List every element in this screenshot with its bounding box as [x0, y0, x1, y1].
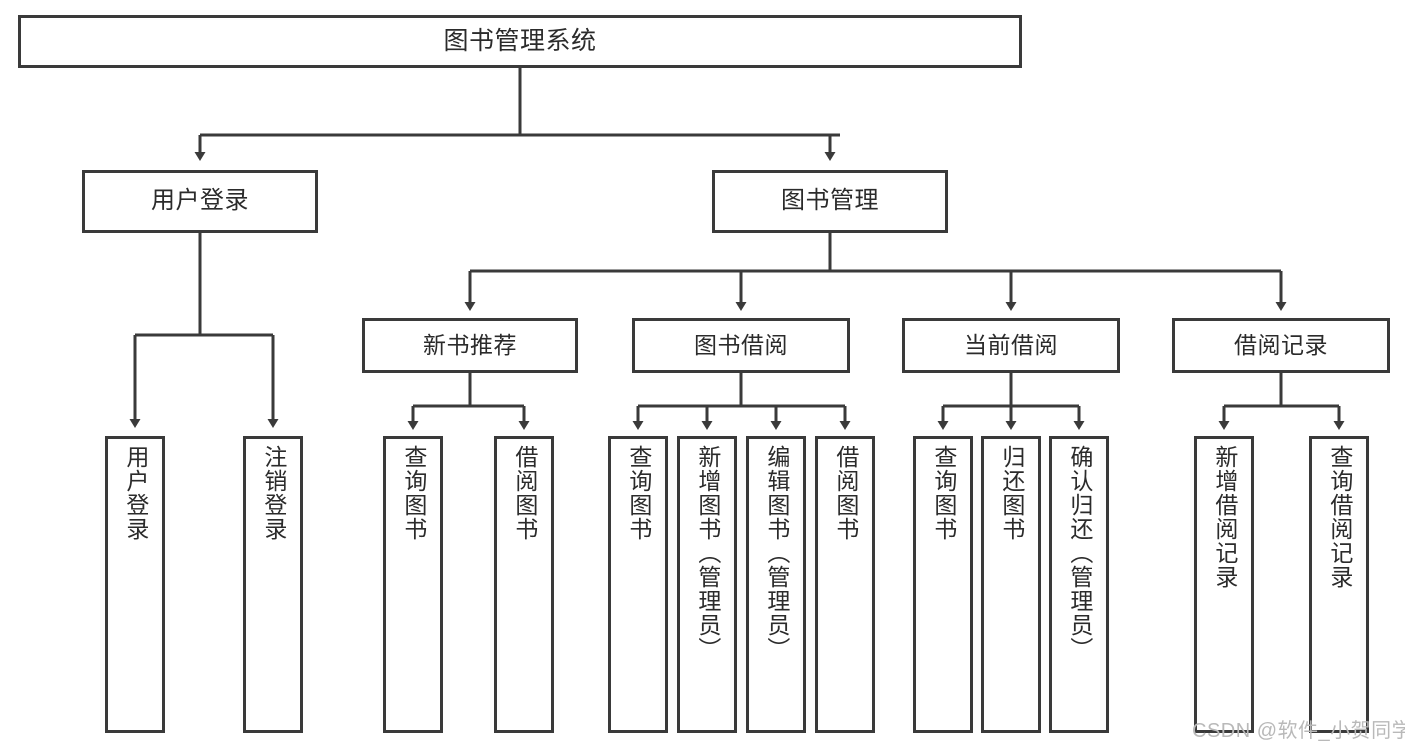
- leaf-book-borrow-query-book[interactable]: 查询图书: [608, 436, 668, 733]
- node-label: 查询图书: [930, 445, 957, 541]
- node-label: 查询图书: [400, 445, 427, 541]
- node-label: 图书管理系统: [443, 26, 597, 55]
- node-label: 当前借阅: [964, 331, 1058, 358]
- node-label: 图书管理: [781, 187, 879, 215]
- leaf-records-query-record[interactable]: 查询借阅记录: [1309, 436, 1369, 733]
- node-label: 新增借阅记录: [1211, 445, 1238, 589]
- leaf-book-borrow-edit-book-admin[interactable]: 编辑图书（管理员）: [746, 436, 806, 733]
- watermark-text: CSDN @软件_小贺同学: [1192, 720, 1405, 742]
- node-label: 借阅记录: [1234, 331, 1328, 358]
- node-book-management[interactable]: 图书管理: [712, 170, 948, 233]
- node-label: 注销登录: [260, 445, 287, 541]
- node-label: 新书推荐: [423, 331, 517, 358]
- node-label: 编辑图书（管理员）: [763, 445, 790, 661]
- leaf-user-login-logout[interactable]: 注销登录: [243, 436, 303, 733]
- leaf-new-book-query-book[interactable]: 查询图书: [383, 436, 443, 733]
- node-label: 用户登录: [122, 445, 149, 541]
- node-label: 归还图书: [998, 445, 1025, 541]
- leaf-current-borrow-query-book[interactable]: 查询图书: [913, 436, 973, 733]
- node-borrowing-records[interactable]: 借阅记录: [1172, 318, 1390, 373]
- leaf-current-borrow-confirm-return-admin[interactable]: 确认归还（管理员）: [1049, 436, 1109, 733]
- node-current-borrowing[interactable]: 当前借阅: [902, 318, 1120, 373]
- node-label: 借阅图书: [511, 445, 538, 541]
- leaf-new-book-borrow-book[interactable]: 借阅图书: [494, 436, 554, 733]
- leaf-book-borrow-borrow-book[interactable]: 借阅图书: [815, 436, 875, 733]
- node-label: 确认归还（管理员）: [1066, 445, 1093, 661]
- node-label: 用户登录: [151, 187, 249, 215]
- node-label: 查询借阅记录: [1326, 445, 1353, 589]
- node-book-borrowing[interactable]: 图书借阅: [632, 318, 850, 373]
- node-user-login[interactable]: 用户登录: [82, 170, 318, 233]
- leaf-records-add-record[interactable]: 新增借阅记录: [1194, 436, 1254, 733]
- node-label: 查询图书: [625, 445, 652, 541]
- leaf-current-borrow-return-book[interactable]: 归还图书: [981, 436, 1041, 733]
- leaf-user-login-login[interactable]: 用户登录: [105, 436, 165, 733]
- node-new-book-recommendation[interactable]: 新书推荐: [362, 318, 578, 373]
- node-label: 新增图书（管理员）: [694, 445, 721, 661]
- leaf-book-borrow-add-book-admin[interactable]: 新增图书（管理员）: [677, 436, 737, 733]
- node-root-book-management-system[interactable]: 图书管理系统: [18, 15, 1022, 68]
- node-label: 借阅图书: [832, 445, 859, 541]
- node-label: 图书借阅: [694, 331, 788, 358]
